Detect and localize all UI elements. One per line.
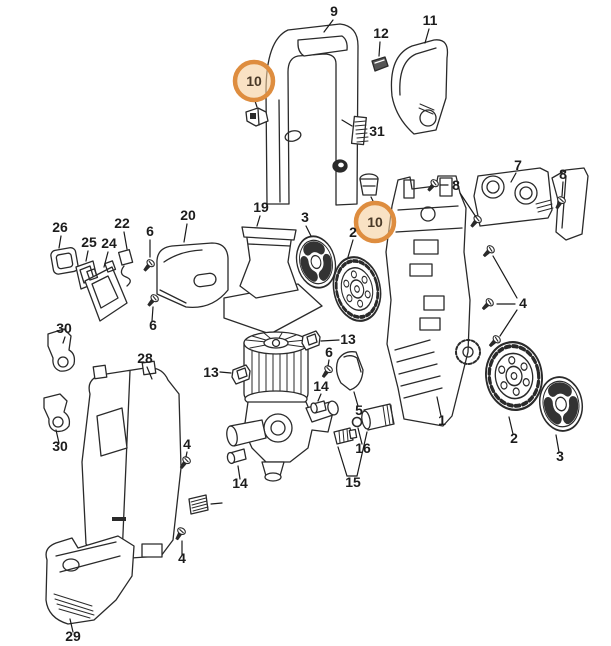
part-number-label: 20 bbox=[180, 207, 196, 223]
part-number-label: 13 bbox=[203, 364, 219, 380]
part-switch-cover bbox=[156, 242, 229, 309]
part-number-label: 6 bbox=[146, 223, 154, 239]
part-number-label: 2 bbox=[510, 430, 518, 446]
part-plug-top bbox=[245, 107, 269, 127]
part-number-label: 6 bbox=[149, 317, 157, 333]
part-inlet-coupling bbox=[333, 403, 395, 445]
highlight-circle bbox=[353, 200, 397, 244]
part-hook-upper bbox=[47, 328, 76, 372]
part-number-label: 4 bbox=[183, 436, 191, 452]
part-plug-right bbox=[359, 173, 379, 196]
part-number-label: 31 bbox=[369, 123, 385, 139]
part-number-label: 15 bbox=[345, 474, 361, 490]
part-o-ring bbox=[351, 416, 363, 428]
part-number-label: 25 bbox=[81, 234, 97, 250]
part-cable-clip bbox=[371, 56, 389, 72]
part-number-label: 16 bbox=[355, 440, 371, 456]
part-number-label: 8 bbox=[452, 177, 460, 193]
part-number-label: 2 bbox=[349, 224, 357, 240]
part-number-label: 4 bbox=[519, 295, 527, 311]
part-number-label: 9 bbox=[330, 3, 338, 19]
part-top-bracket bbox=[390, 39, 449, 135]
part-number-label: 10 bbox=[246, 73, 262, 89]
part-number-label: 19 bbox=[253, 199, 269, 215]
part-number-label: 10 bbox=[367, 214, 383, 230]
part-number-label: 11 bbox=[423, 12, 438, 28]
part-number-label: 8 bbox=[559, 166, 567, 182]
part-front-housing bbox=[81, 360, 182, 561]
part-handle bbox=[265, 23, 359, 206]
part-clip-right bbox=[301, 330, 321, 351]
part-main-frame bbox=[385, 175, 481, 427]
part-number-label: 6 bbox=[325, 344, 333, 360]
part-cap-upper bbox=[310, 400, 327, 414]
part-cap-lower bbox=[226, 448, 247, 465]
part-wheel-left bbox=[325, 250, 389, 328]
part-wheel-right bbox=[479, 336, 549, 416]
part-hose-bracket bbox=[473, 167, 589, 241]
part-button bbox=[50, 247, 79, 275]
part-number-label: 26 bbox=[52, 219, 68, 235]
part-rating-label bbox=[188, 494, 209, 515]
part-number-label: 14 bbox=[313, 378, 329, 394]
part-number-label: 30 bbox=[52, 438, 68, 454]
part-number-label: 22 bbox=[114, 215, 130, 231]
highlight-circle bbox=[232, 59, 276, 103]
part-number-label: 14 bbox=[232, 475, 248, 491]
part-switch-module bbox=[84, 260, 128, 322]
part-number-label: 30 bbox=[56, 320, 72, 336]
part-number-label: 13 bbox=[340, 331, 356, 347]
part-number-label: 29 bbox=[65, 628, 81, 644]
part-clip-left bbox=[231, 364, 251, 385]
part-number-label: 7 bbox=[514, 157, 522, 173]
part-base-foot bbox=[45, 535, 135, 625]
part-number-label: 12 bbox=[373, 25, 389, 41]
sticker-hatch bbox=[535, 199, 554, 213]
part-wire-connector bbox=[117, 249, 134, 287]
part-keypad-sticker bbox=[350, 115, 369, 146]
part-number-label: 1 bbox=[438, 412, 446, 428]
part-wheel-cover-right bbox=[536, 374, 587, 435]
part-number-label: 4 bbox=[178, 550, 186, 566]
part-number-label: 3 bbox=[301, 209, 309, 225]
part-air-duct bbox=[223, 226, 323, 335]
part-number-label: 3 bbox=[556, 448, 564, 464]
part-hook-lower bbox=[43, 393, 71, 433]
part-number-label: 5 bbox=[355, 402, 363, 418]
part-number-label: 24 bbox=[101, 235, 117, 251]
leader-lines bbox=[55, 19, 564, 633]
part-number-label: 28 bbox=[137, 350, 153, 366]
part-shell-cover bbox=[335, 351, 364, 391]
